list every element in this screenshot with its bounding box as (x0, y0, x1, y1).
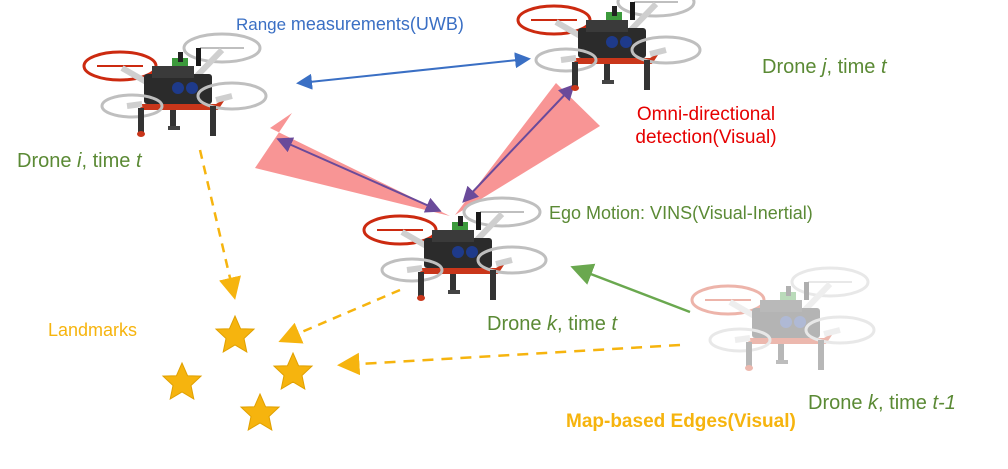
landmark-star-icon (215, 315, 255, 353)
drone-label-mid: , time (878, 392, 933, 414)
drone-label-prefix: Drone (17, 150, 78, 172)
drone-label-prefix: Drone (808, 392, 869, 414)
drone-j-icon (518, 0, 700, 91)
drone-label-mid: , time (826, 56, 881, 78)
omni-detection-label: Omni-directional detection(Visual) (635, 104, 777, 148)
drone-id: i (77, 150, 82, 172)
map-edge-drone-i (198, 149, 241, 300)
map-based-edges-label: Map-based Edges(Visual) (566, 411, 796, 432)
drone-k-icon (364, 198, 546, 301)
map-edge-drone-k (278, 288, 401, 344)
landmark-star-icon (162, 362, 202, 400)
ego-motion-arrow (570, 263, 691, 314)
landmark-star-icon (273, 352, 313, 390)
drone-id: j (822, 56, 827, 78)
landmark-star-icon (240, 393, 280, 431)
ego-motion-label: Ego Motion: VINS(Visual-Inertial) (549, 203, 813, 223)
drone-j-label: Drone j, time t (762, 56, 887, 79)
drone-id: k (868, 392, 879, 414)
map-edge-drone-k-prev (337, 343, 681, 376)
landmarks-label: Landmarks (48, 320, 138, 340)
drone-label-mid: , time (557, 313, 612, 335)
uwb-range-arrow (296, 52, 531, 90)
detection-arrow-i (276, 137, 442, 213)
drone-id: k (547, 313, 558, 335)
drone-label-mid: , time (81, 150, 136, 172)
range-label-prefix: Range (236, 15, 291, 34)
drone-time: t (135, 150, 142, 172)
detection-arrow-j (462, 84, 575, 203)
drone-k-prev-label: Drone k, time t-1 (808, 392, 956, 415)
detection-cone-i (255, 113, 450, 216)
drone-time: t (880, 56, 887, 78)
drone-label-prefix: Drone (762, 56, 823, 78)
drone-k-label: Drone k, time t (487, 313, 617, 336)
range-label-rest: measurements(UWB) (290, 14, 464, 34)
drone-i-icon (84, 34, 266, 137)
drone-i-label: Drone i, time t (17, 150, 142, 173)
range-measurements-label: Range measurements(UWB) (236, 14, 464, 35)
detection-cone-j (455, 83, 600, 215)
drone-label-prefix: Drone (487, 313, 548, 335)
drone-time: t-1 (932, 392, 956, 414)
drone-time: t (611, 313, 618, 335)
drone-k-prev-icon (692, 268, 874, 371)
